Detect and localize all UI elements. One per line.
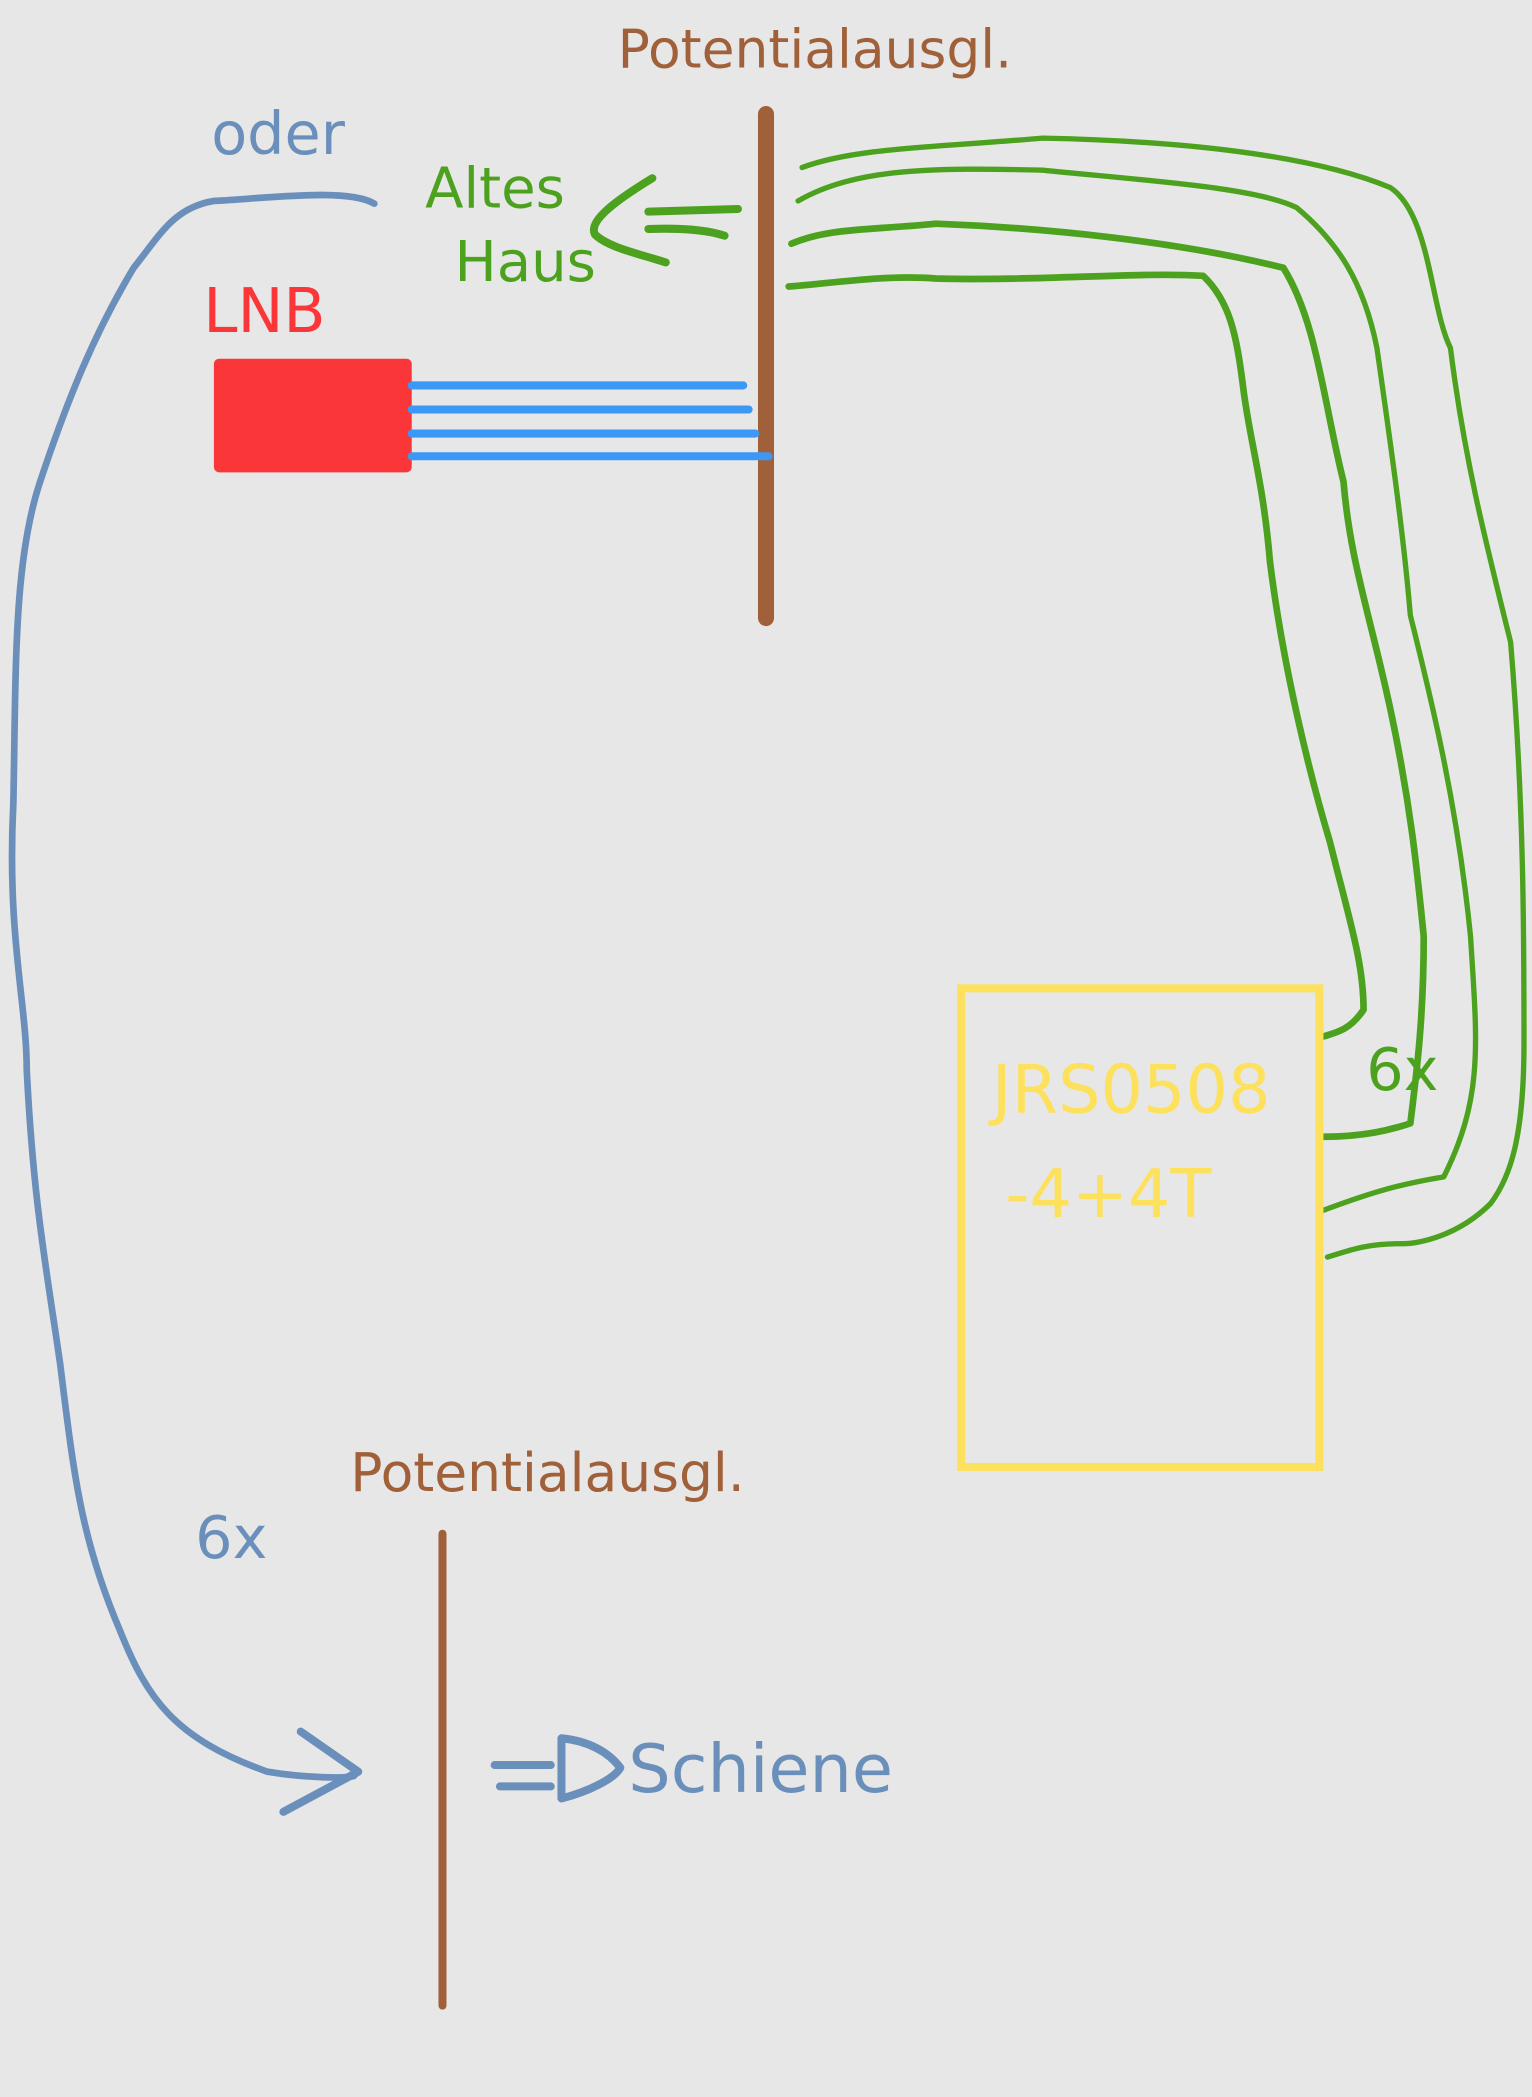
green-cables <box>785 135 1527 1260</box>
arrow-head-icon <box>279 1727 363 1816</box>
coax-cables <box>407 381 773 461</box>
potential-label-bottom: Potentialausgl. <box>350 1441 745 1504</box>
haus-label: Haus <box>455 230 596 295</box>
lnb-box <box>213 358 412 473</box>
lnb-label: LNB <box>203 275 325 347</box>
switch-model-line1: JRS0508 <box>988 1051 1271 1129</box>
potential-label-top: Potentialausgl. <box>618 17 1013 80</box>
schiene-label: Schiene <box>628 1730 893 1808</box>
blue-count-label: 6x <box>195 1503 267 1572</box>
altes-label: Altes <box>425 157 565 222</box>
implies-arrow-icon <box>490 1734 625 1803</box>
arrow-left-icon <box>589 174 742 267</box>
switch-model-line2: -4+4T <box>1005 1155 1212 1233</box>
green-count-label: 6x <box>1366 1035 1438 1104</box>
oder-label: oder <box>211 99 345 168</box>
multiswitch-box <box>957 984 1324 1471</box>
blue-ground-wire <box>8 191 378 1781</box>
